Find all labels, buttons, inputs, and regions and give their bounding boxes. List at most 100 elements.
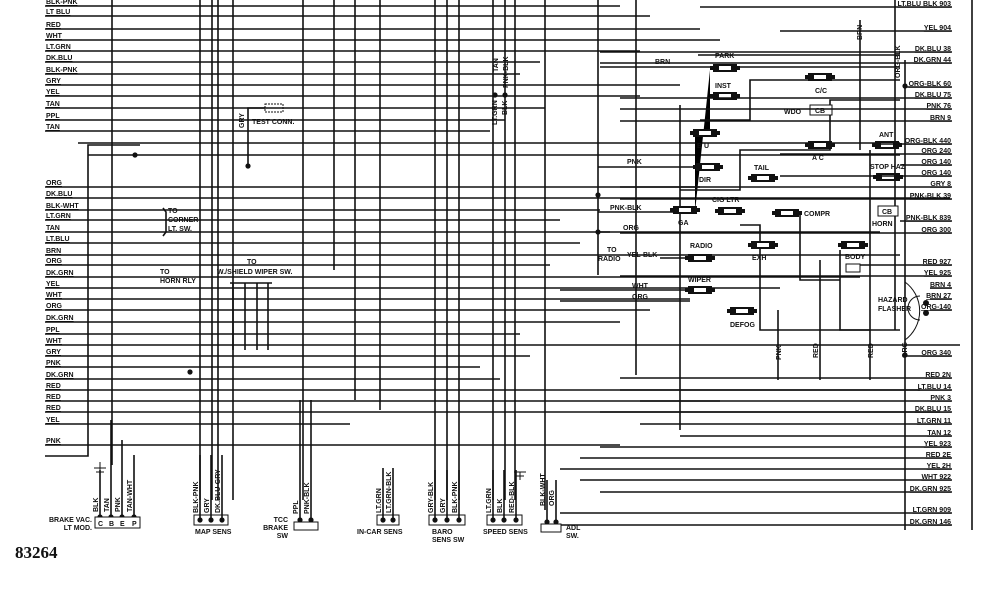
right-wire-label: DK.BLU 75	[915, 92, 951, 99]
splice-dot	[219, 517, 225, 523]
right-wire-label: DK.BLU 15	[915, 406, 951, 413]
fuse-icon-window	[814, 143, 826, 147]
fuse-terminal	[693, 165, 696, 169]
fuse-terminal	[670, 208, 673, 212]
wire-label: DK.BLU-GRY	[215, 469, 222, 513]
wire-label: RED-BLK	[509, 482, 516, 514]
fuse-icon-window	[679, 208, 691, 212]
wire	[799, 215, 840, 281]
right-wire-label: YEL 2H	[927, 463, 951, 470]
note-wiper: W./SHIELD WIPER SW.	[217, 269, 293, 276]
fuse-icon-window	[719, 66, 731, 70]
fuse-label-15: STOP HAZ	[870, 164, 906, 171]
fuse-label-1: INST	[715, 83, 732, 90]
right-wire-label: ORG 340	[921, 350, 951, 357]
circuit-breaker-icon	[809, 104, 833, 116]
note-corner: CORNER	[168, 217, 198, 224]
left-wire-label: LT BLU	[46, 9, 70, 16]
fuse-label-0: PARK	[715, 53, 734, 60]
right-wire-label: ORG-BLK 440	[905, 138, 951, 145]
wire-label: ORG	[549, 490, 556, 507]
left-wire-label: LT.GRN	[46, 213, 71, 220]
pin-label: E	[120, 521, 125, 528]
org-label-2: ORG	[632, 294, 649, 301]
fuse-terminal	[832, 143, 835, 147]
hazard-pin	[923, 310, 929, 316]
connector-name: BRAKE	[263, 525, 288, 532]
right-wire-label: GRY 8	[930, 181, 951, 188]
right-wire-label: LT.BLU 14	[918, 384, 951, 391]
right-wire-label: PNK 3	[930, 395, 951, 402]
pin-label: B	[109, 521, 114, 528]
fuse-terminal	[712, 288, 715, 292]
fuse-icon-window	[694, 288, 706, 292]
left-wire-label: WHT	[46, 338, 63, 345]
wire-label: LT.GRN-BLK	[386, 472, 393, 513]
splice-dot	[390, 517, 396, 523]
fuse-terminal	[899, 143, 902, 147]
figure-number: 83264	[15, 543, 58, 562]
connector-name: SENS SW	[432, 537, 465, 544]
org-label: ORG	[623, 225, 640, 232]
note-to: TO	[247, 259, 257, 266]
fuse-icon-window	[781, 211, 793, 215]
left-wire-label: TAN	[46, 101, 60, 108]
fuse-icon-window	[882, 175, 894, 179]
splice-dot	[490, 517, 496, 523]
left-wire-label: ORG	[46, 303, 63, 310]
right-wire-label: ORG 240	[921, 148, 951, 155]
left-wire-label: RED	[46, 383, 61, 390]
fuse-icon-window	[757, 243, 769, 247]
left-wire-label: ORG	[46, 258, 63, 265]
right-wire-label: DK.GRN 44	[914, 57, 951, 64]
blk-label: BLK	[502, 101, 509, 115]
fuse-label-16: BODY	[845, 254, 866, 261]
left-wire-label: BLK-PNK	[46, 0, 78, 6]
splice-dot	[187, 369, 193, 375]
ground-icon	[514, 471, 526, 480]
note-radio: RADIO	[598, 256, 621, 263]
fuse-icon-window	[847, 243, 859, 247]
splice-dot	[308, 517, 314, 523]
right-wire-label: BRN 27	[926, 293, 951, 300]
connector-name: MAP SENS	[195, 529, 232, 536]
connector-name: TCC	[274, 517, 288, 524]
wire-label: PNK	[115, 497, 122, 512]
fuse-icon-window	[757, 176, 769, 180]
right-wire-label: DK.GRN 146	[910, 519, 951, 526]
hazard-flasher-outline	[904, 281, 921, 341]
right-wire-label: ORG-BLK 60	[909, 81, 952, 88]
fuse-terminal	[838, 243, 841, 247]
splice-dot	[553, 519, 559, 525]
right-wire-label: YEL 904	[924, 25, 951, 32]
right-wire-label: ORG 300	[921, 227, 951, 234]
wire	[680, 99, 900, 191]
hazard-body	[907, 295, 921, 321]
right-wire-label: RED 2N	[925, 372, 951, 379]
fuse-terminal	[775, 176, 778, 180]
left-wire-label: DK.BLU	[46, 191, 72, 198]
wire	[839, 250, 870, 331]
left-wire-label: WHT	[46, 33, 63, 40]
left-wire-label: DK.GRN	[46, 270, 74, 277]
right-wire-label: TAN 12	[927, 430, 951, 437]
wire-label: BLK	[93, 498, 100, 512]
connector-name: IN-CAR SENS	[357, 529, 403, 536]
splice-dot	[544, 519, 550, 525]
splice-dot	[132, 152, 138, 158]
note-horn: HORN RLY	[160, 278, 196, 285]
cb-label: CB	[815, 108, 825, 115]
left-wire-label: PPL	[46, 113, 60, 120]
right-wire-label: ORG-140	[921, 304, 951, 311]
fuse-terminal	[748, 243, 751, 247]
fuse-terminal	[697, 208, 700, 212]
fuse-icon-window	[724, 209, 736, 213]
wdo-label: WDO	[784, 109, 802, 116]
fuse-terminal	[772, 211, 775, 215]
fuse-terminal	[900, 175, 903, 179]
connector-name: SW.	[566, 533, 579, 540]
fuse-label-7: EXH	[752, 255, 766, 262]
connector-name: BARO	[432, 529, 453, 536]
fuse-terminal	[715, 209, 718, 213]
wire-label: PNK-BLK	[304, 483, 311, 515]
